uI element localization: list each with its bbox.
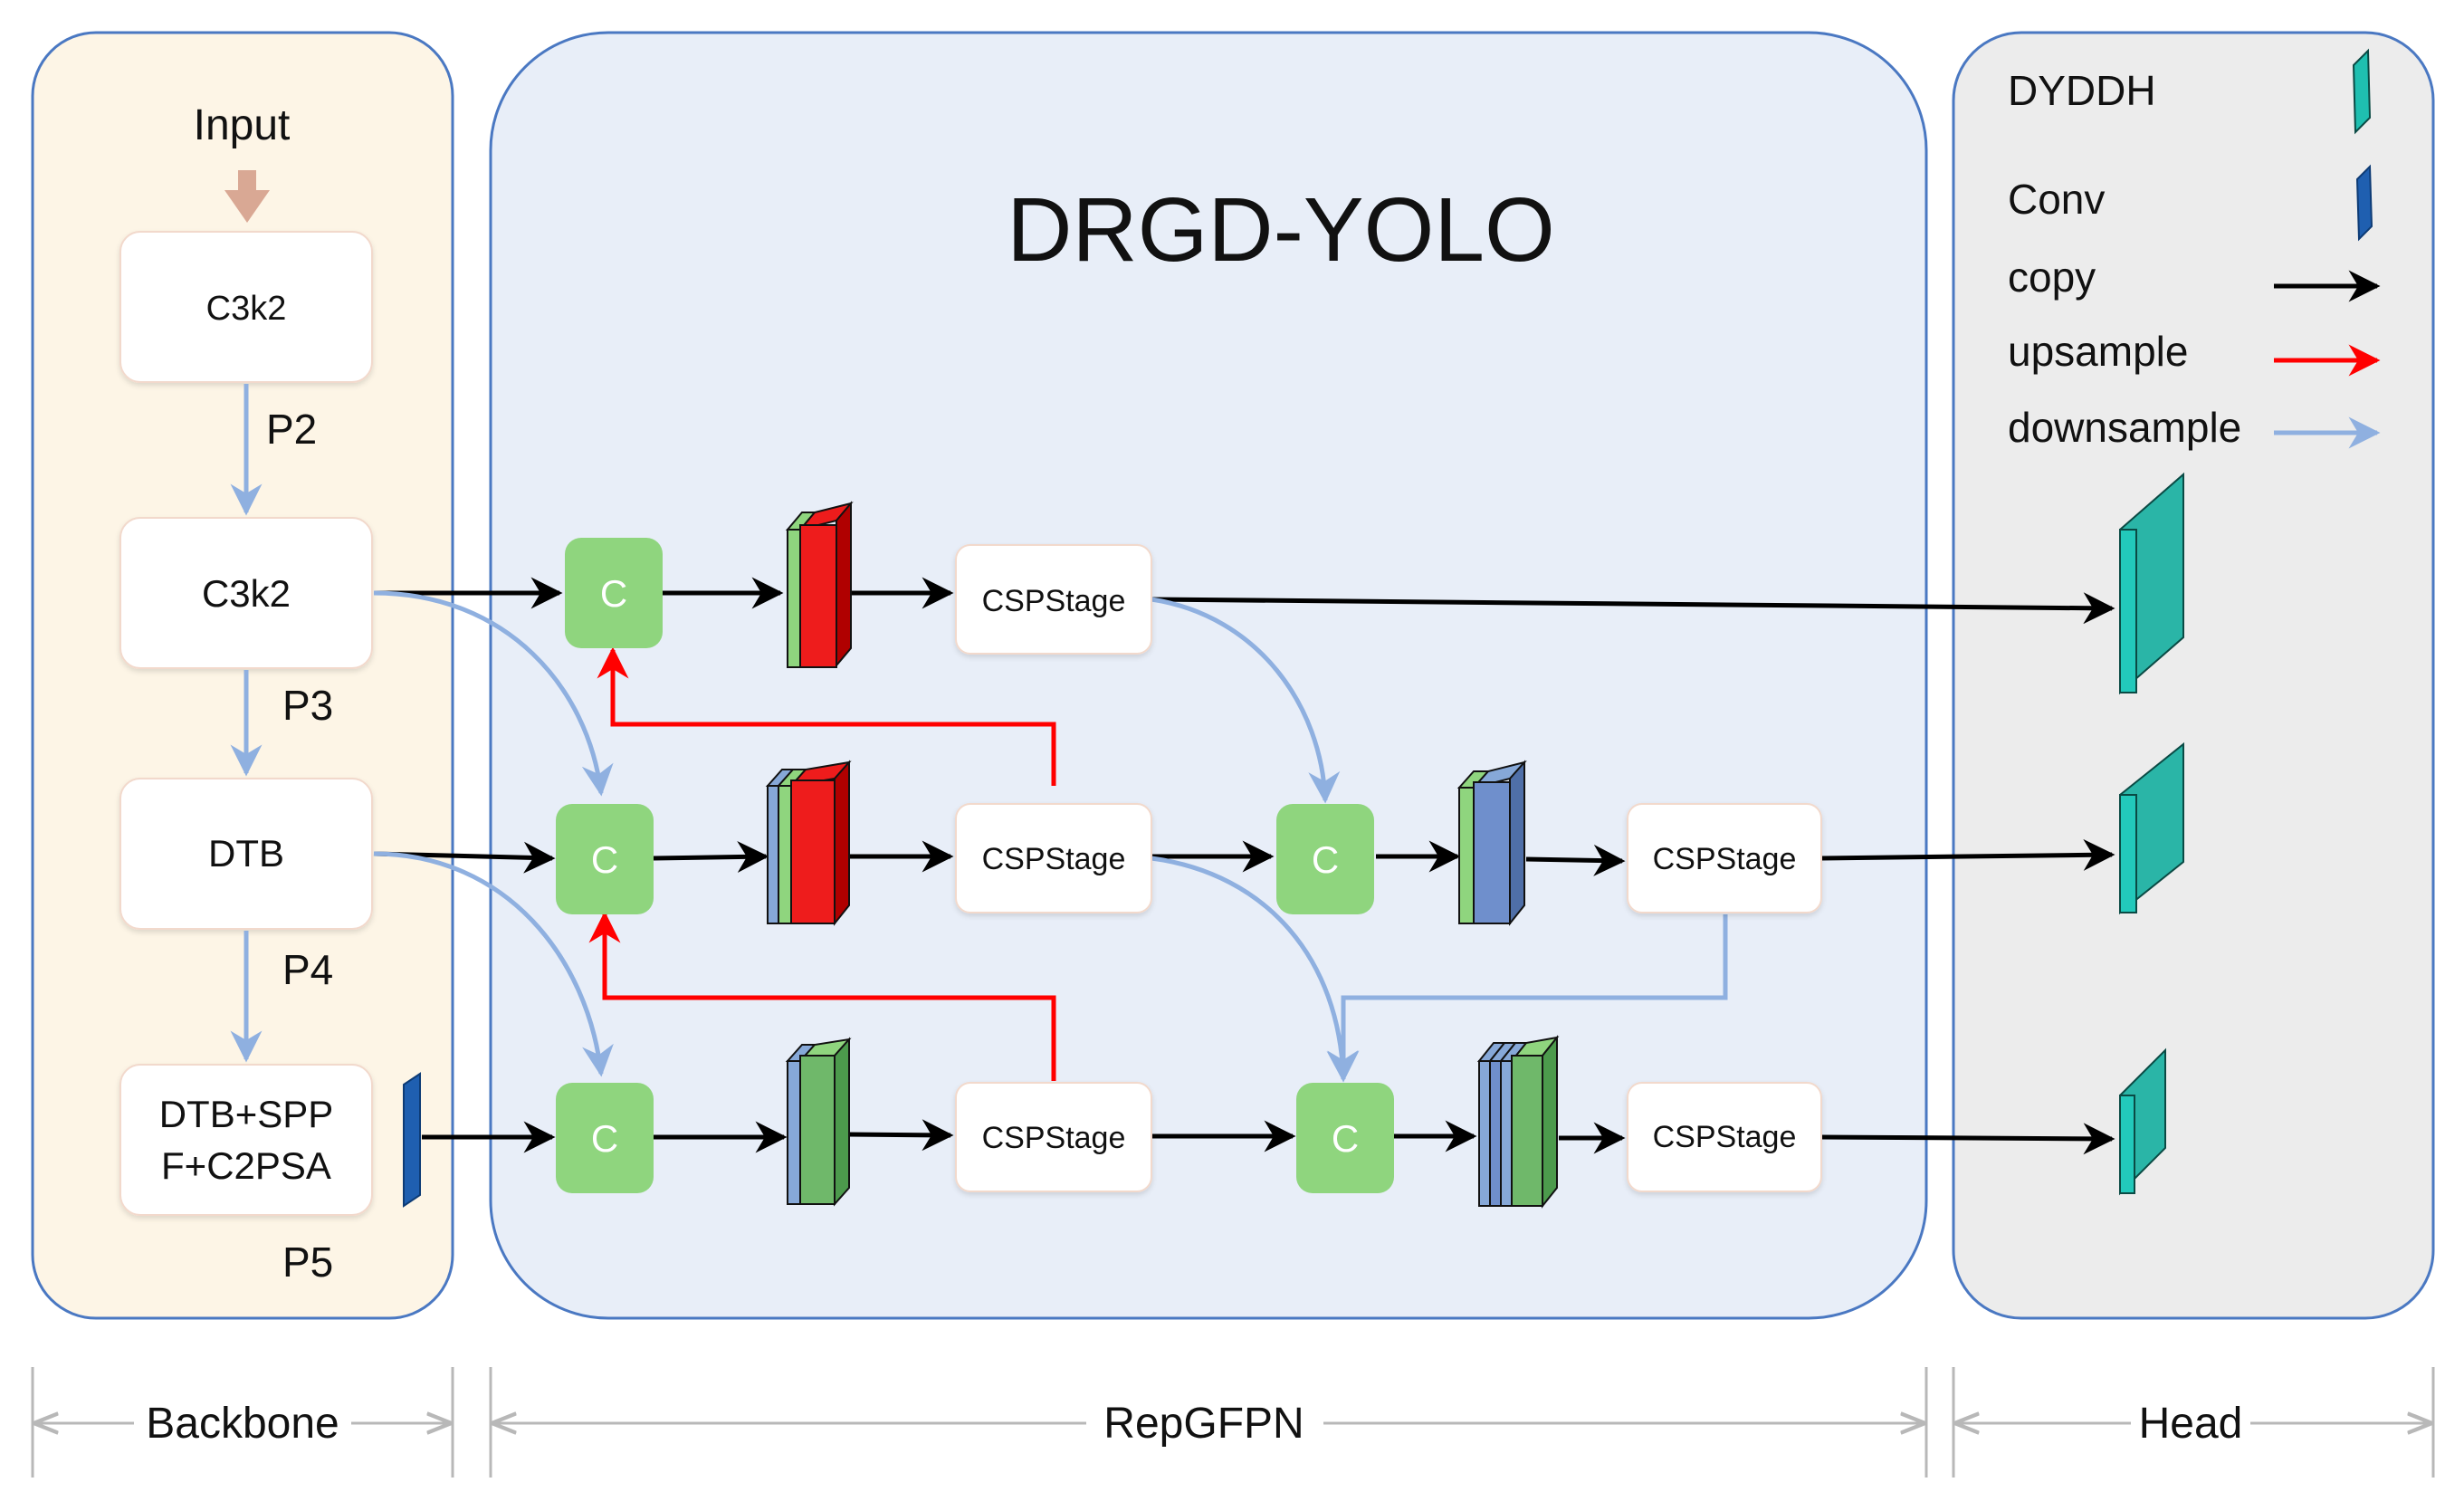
copy-arrow bbox=[1151, 592, 2115, 625]
copy-arrow bbox=[1820, 838, 2115, 871]
level-label: P5 bbox=[282, 1238, 333, 1286]
backbone-block bbox=[119, 231, 373, 383]
dyddh-block bbox=[2119, 1047, 2166, 1196]
concat-node bbox=[1296, 1083, 1394, 1193]
upsample-arrow bbox=[597, 646, 1056, 786]
level-label: P4 bbox=[282, 946, 333, 993]
level-label: P2 bbox=[266, 406, 317, 453]
input-arrow bbox=[224, 170, 270, 223]
concat-label: C bbox=[591, 1117, 618, 1160]
copy-arrow bbox=[1820, 1123, 2115, 1155]
copy-arrow bbox=[653, 841, 769, 874]
legend-dyddh-label: DYDDH bbox=[2008, 67, 2156, 114]
copy-arrow bbox=[846, 1119, 954, 1152]
csp-stage bbox=[1627, 1082, 1822, 1192]
section-label-backbone: Backbone bbox=[146, 1400, 339, 1448]
concat-label: C bbox=[600, 572, 627, 615]
legend-copy-label: copy bbox=[2008, 253, 2096, 301]
csp-stage bbox=[1627, 803, 1822, 913]
feature-stack bbox=[785, 501, 854, 668]
feature-stack bbox=[765, 760, 852, 926]
dyddh-icon bbox=[2352, 48, 2372, 135]
backbone-block-label: C3k2 bbox=[202, 572, 291, 615]
backbone-block bbox=[119, 517, 373, 669]
downsample-arrow bbox=[1151, 856, 1359, 1083]
input-label: Input bbox=[194, 101, 291, 149]
concat-node bbox=[565, 538, 663, 648]
csp-stage bbox=[955, 1082, 1152, 1192]
section-label-head: Head bbox=[2139, 1400, 2243, 1448]
csp-stage-label: CSPStage bbox=[1653, 842, 1797, 876]
csp-stage-label: CSPStage bbox=[1653, 1120, 1797, 1154]
csp-stage-label: CSPStage bbox=[982, 1121, 1126, 1155]
concat-node bbox=[556, 1083, 654, 1193]
downsample-arrow bbox=[373, 851, 614, 1077]
feature-stack bbox=[785, 1037, 852, 1207]
concat-label: C bbox=[591, 838, 618, 881]
csp-stage-label: CSPStage bbox=[982, 842, 1126, 876]
downsample-arrow bbox=[373, 590, 614, 797]
dyddh-block bbox=[2119, 472, 2184, 695]
downsample-arrow bbox=[1151, 597, 1341, 804]
legend-downsample-label: downsample bbox=[2008, 404, 2241, 451]
backbone-block-label: DTB+SPP bbox=[159, 1093, 334, 1135]
copy-arrow bbox=[1525, 844, 1626, 876]
conv-block bbox=[403, 1072, 421, 1208]
level-label: P3 bbox=[282, 682, 333, 729]
concat-label: C bbox=[1312, 838, 1339, 881]
downsample-arrow bbox=[1327, 914, 1728, 1083]
csp-stage-label: CSPStage bbox=[982, 584, 1126, 618]
conv-icon bbox=[2355, 164, 2373, 242]
section-brackets bbox=[31, 1367, 2435, 1478]
backbone-block-label: DTB bbox=[208, 832, 284, 875]
dyddh-block bbox=[2119, 741, 2184, 915]
section-label-repgfpn: RepGFPN bbox=[1103, 1400, 1304, 1448]
csp-stage bbox=[955, 544, 1152, 655]
legend-upsample-label: upsample bbox=[2008, 328, 2188, 375]
backbone-block-label: F+C2PSA bbox=[161, 1144, 331, 1187]
upsample-arrow bbox=[588, 911, 1056, 1081]
feature-stack bbox=[1476, 1035, 1560, 1209]
head-panel bbox=[1952, 31, 2435, 1320]
diagram-title: DRGD-YOLO bbox=[1007, 179, 1555, 281]
concat-node bbox=[556, 804, 654, 914]
feature-stack bbox=[1456, 760, 1527, 926]
csp-stage bbox=[955, 803, 1152, 913]
backbone-block bbox=[119, 778, 373, 930]
backbone-block-label: C3k2 bbox=[206, 290, 287, 328]
concat-label: C bbox=[1332, 1117, 1359, 1160]
legend-conv-label: Conv bbox=[2008, 176, 2105, 223]
concat-node bbox=[1276, 804, 1374, 914]
backbone-block bbox=[119, 1064, 373, 1216]
